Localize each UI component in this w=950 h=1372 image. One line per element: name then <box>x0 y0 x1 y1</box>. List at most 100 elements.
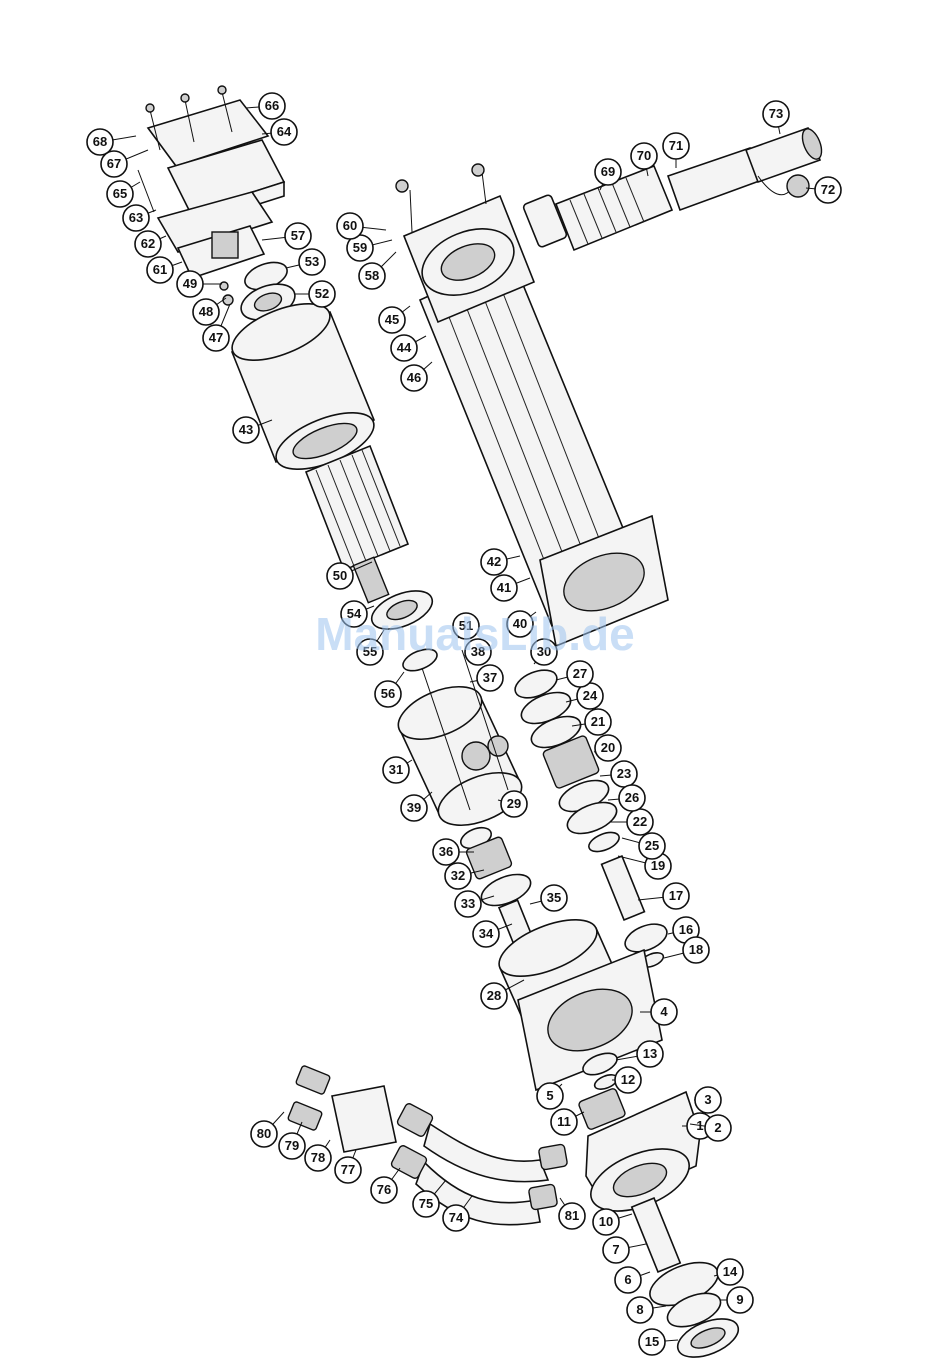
callout-9: 9 <box>720 1287 753 1313</box>
callout-72: 72 <box>806 177 841 203</box>
callout-56: 56 <box>375 672 404 707</box>
svg-text:59: 59 <box>353 240 367 255</box>
svg-text:50: 50 <box>333 568 347 583</box>
svg-text:12: 12 <box>621 1072 635 1087</box>
svg-text:44: 44 <box>397 340 412 355</box>
callout-53: 53 <box>286 249 325 275</box>
svg-text:81: 81 <box>565 1208 579 1223</box>
svg-text:76: 76 <box>377 1182 391 1197</box>
svg-text:79: 79 <box>285 1138 299 1153</box>
svg-text:3: 3 <box>704 1092 711 1107</box>
watermark-text: ManualsLib.de <box>315 608 634 660</box>
callout-7: 7 <box>603 1237 646 1263</box>
svg-text:27: 27 <box>573 666 587 681</box>
svg-text:48: 48 <box>199 304 213 319</box>
svg-text:33: 33 <box>461 896 475 911</box>
callout-27: 27 <box>556 661 593 687</box>
callout-57: 57 <box>262 223 311 249</box>
svg-text:14: 14 <box>723 1264 738 1279</box>
callout-15: 15 <box>639 1329 678 1355</box>
svg-text:24: 24 <box>583 688 598 703</box>
motor-housing <box>420 258 668 646</box>
svg-text:11: 11 <box>557 1114 571 1129</box>
callout-20: 20 <box>594 735 621 761</box>
svg-text:39: 39 <box>407 800 421 815</box>
svg-text:32: 32 <box>451 868 465 883</box>
svg-text:8: 8 <box>636 1302 643 1317</box>
svg-text:4: 4 <box>660 1004 668 1019</box>
svg-text:26: 26 <box>625 790 639 805</box>
svg-text:61: 61 <box>153 262 167 277</box>
callout-64: 64 <box>262 119 297 145</box>
svg-text:21: 21 <box>591 714 605 729</box>
callout-49: 49 <box>177 271 222 297</box>
parts-layer <box>138 86 825 1365</box>
svg-text:9: 9 <box>736 1292 743 1307</box>
svg-text:67: 67 <box>107 156 121 171</box>
svg-text:45: 45 <box>385 312 399 327</box>
svg-text:10: 10 <box>599 1214 613 1229</box>
callout-76: 76 <box>371 1168 400 1203</box>
svg-text:78: 78 <box>311 1150 325 1165</box>
callout-11: 11 <box>551 1109 584 1135</box>
callout-6: 6 <box>615 1267 650 1293</box>
callout-78: 78 <box>305 1140 331 1171</box>
svg-text:36: 36 <box>439 844 453 859</box>
callout-52: 52 <box>294 281 335 307</box>
svg-text:56: 56 <box>381 686 395 701</box>
svg-text:20: 20 <box>601 740 615 755</box>
svg-text:42: 42 <box>487 554 501 569</box>
svg-text:80: 80 <box>257 1126 271 1141</box>
svg-text:6: 6 <box>624 1272 631 1287</box>
svg-text:73: 73 <box>769 106 783 121</box>
svg-text:70: 70 <box>637 148 651 163</box>
callout-44: 44 <box>391 335 426 361</box>
callout-45: 45 <box>379 306 410 333</box>
svg-text:41: 41 <box>497 580 511 595</box>
callout-42: 42 <box>481 549 520 575</box>
svg-text:65: 65 <box>113 186 127 201</box>
svg-text:72: 72 <box>821 182 835 197</box>
svg-text:2: 2 <box>714 1120 721 1135</box>
svg-text:16: 16 <box>679 922 693 937</box>
callout-31: 31 <box>383 757 412 783</box>
callout-35: 35 <box>530 885 567 911</box>
svg-text:66: 66 <box>265 98 279 113</box>
svg-text:31: 31 <box>389 762 403 777</box>
callout-63: 63 <box>123 205 156 231</box>
callout-12: 12 <box>612 1067 641 1093</box>
svg-text:68: 68 <box>93 134 107 149</box>
svg-text:71: 71 <box>669 138 683 153</box>
svg-text:29: 29 <box>507 796 521 811</box>
svg-text:46: 46 <box>407 370 421 385</box>
svg-text:15: 15 <box>645 1334 659 1349</box>
svg-text:35: 35 <box>547 890 561 905</box>
callout-65: 65 <box>107 181 140 207</box>
callout-79: 79 <box>279 1122 305 1159</box>
svg-text:49: 49 <box>183 276 197 291</box>
callout-61: 61 <box>147 257 182 283</box>
svg-text:18: 18 <box>689 942 703 957</box>
svg-text:28: 28 <box>487 988 501 1003</box>
svg-text:13: 13 <box>643 1046 657 1061</box>
callout-77: 77 <box>335 1150 361 1183</box>
svg-text:7: 7 <box>612 1242 619 1257</box>
callout-5: 5 <box>537 1083 563 1109</box>
svg-text:25: 25 <box>645 838 659 853</box>
svg-text:62: 62 <box>141 236 155 251</box>
svg-text:57: 57 <box>291 228 305 243</box>
callout-10: 10 <box>593 1209 632 1235</box>
svg-text:53: 53 <box>305 254 319 269</box>
callout-39: 39 <box>401 792 432 821</box>
callout-17: 17 <box>638 883 689 909</box>
callout-62: 62 <box>135 231 166 257</box>
callout-18: 18 <box>664 937 709 963</box>
svg-text:34: 34 <box>479 926 494 941</box>
callout-67: 67 <box>101 150 148 177</box>
callout-73: 73 <box>763 101 789 134</box>
callout-81: 81 <box>559 1198 585 1229</box>
callout-25: 25 <box>622 833 665 859</box>
svg-text:52: 52 <box>315 286 329 301</box>
callout-71: 71 <box>663 133 689 168</box>
